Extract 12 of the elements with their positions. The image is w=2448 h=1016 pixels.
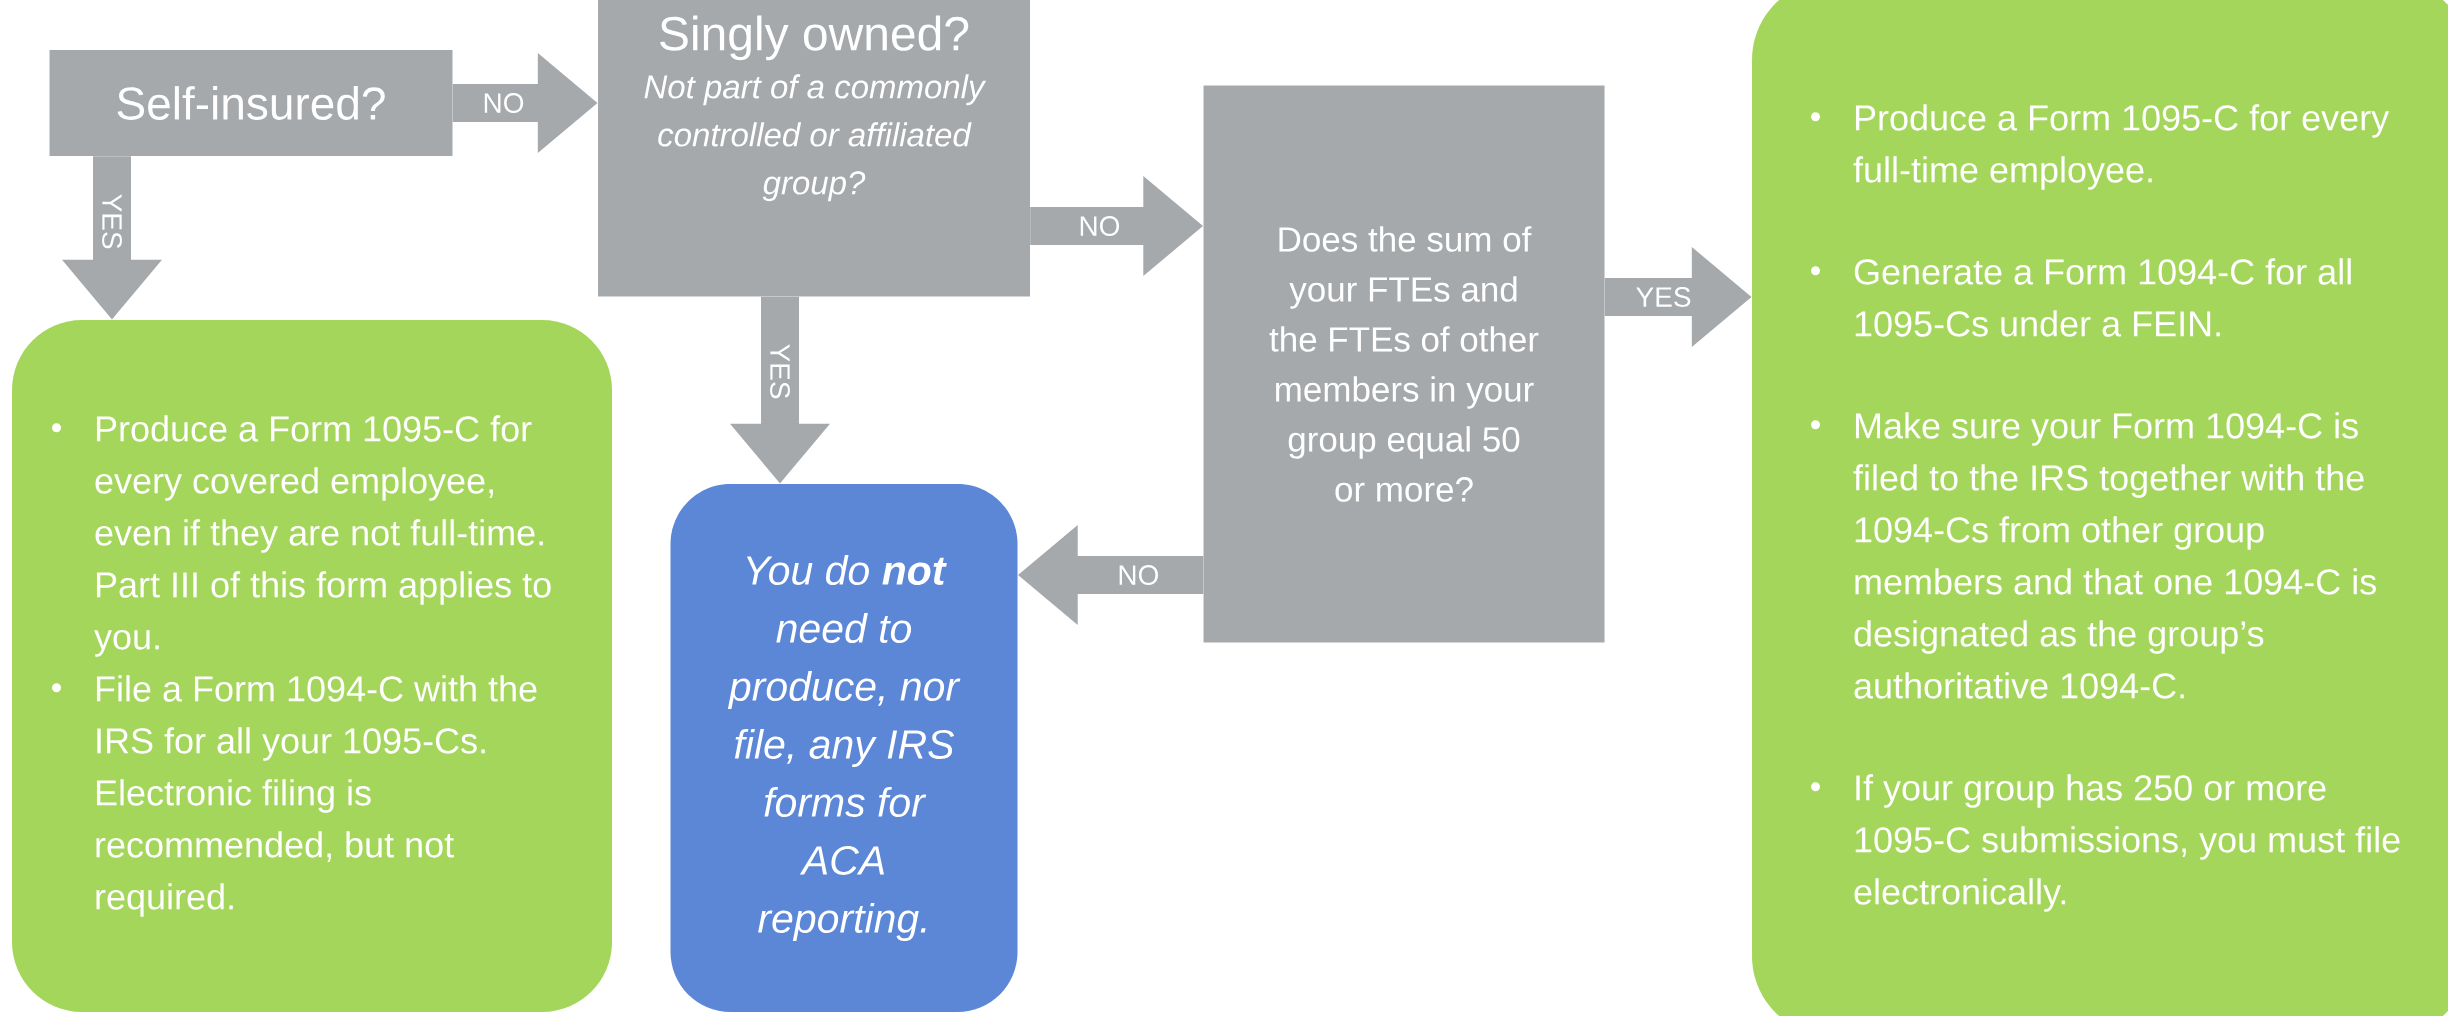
edge-label: YES: [1633, 285, 1694, 309]
decision-box: Does the sum of your FTEs and the FTEs of other members in your group equal 50 or more?: [1203, 85, 1605, 643]
edge-label: YES: [768, 341, 792, 402]
decision-box: Singly owned? Not part of a commonly controlled or affiliated group?: [598, 0, 1030, 297]
result-box: You do not need to produce, nor file, any IRS forms for ACA reporting.: [670, 484, 1018, 1012]
result-box: Produce a Form 1095-C for every covered employee, even if they are not full-time. Part III of this form applies to you. File a Form 1094-C with the IRS for all your 1095-Cs. Electronic filing is recommended, but not required.: [12, 320, 612, 1012]
edge-label: NO: [1115, 563, 1162, 587]
edge-label: YES: [100, 191, 124, 252]
decision-box: Self-insured?: [49, 50, 453, 156]
result-box: Produce a Form 1095-C for every full-time employee. Generate a Form 1094-C for all 1095-Cs under a FEIN. Make sure your Form 1094-C is filed to the IRS together with the 1094-Cs from other group members and that one 1094-C is designated as the group’s authoritative 1094-C. If your group has 250 or more 1095-C submissions, you must file electronically.: [1752, 0, 2448, 1016]
edge-label: NO: [480, 91, 527, 115]
edge-label: NO: [1076, 214, 1123, 238]
